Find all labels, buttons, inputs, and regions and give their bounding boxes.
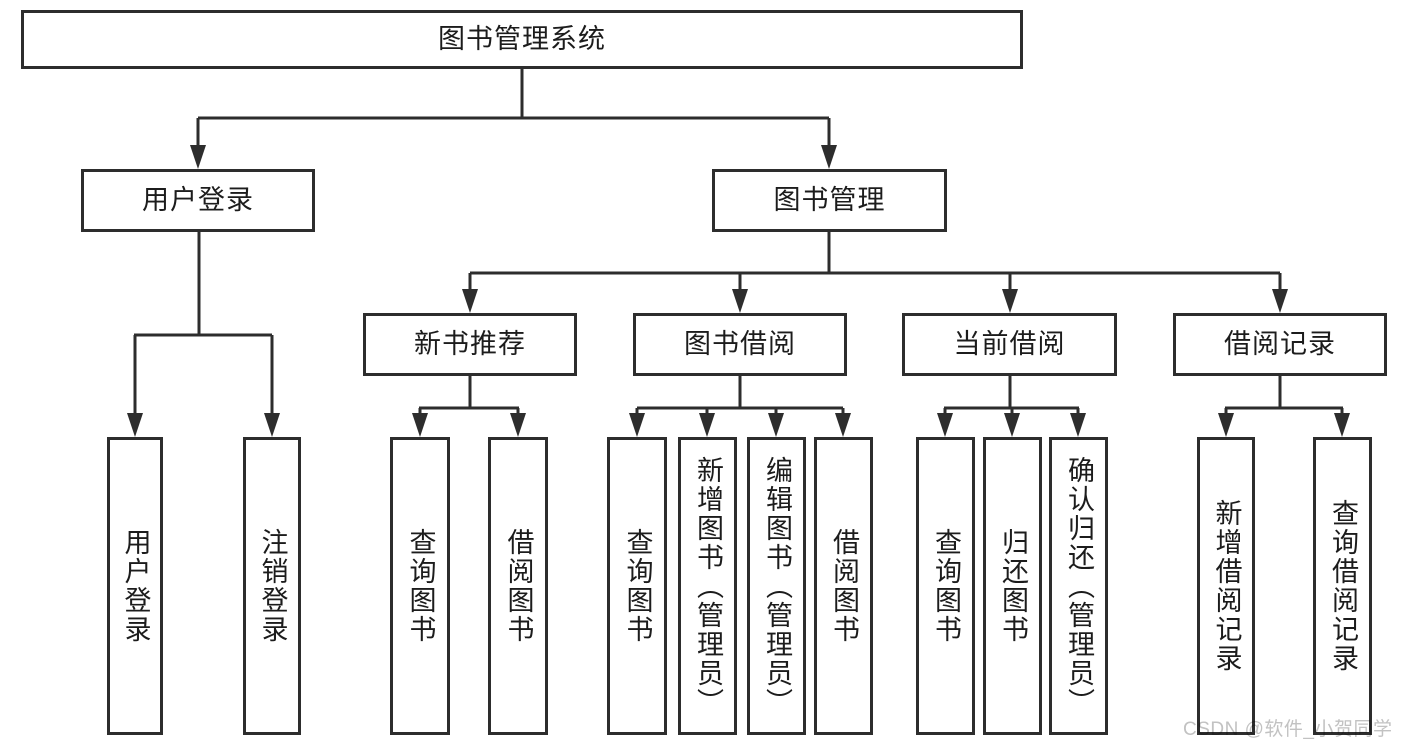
node-label: 借阅图书: [503, 528, 534, 644]
node-book-borrowing: 图书借阅: [633, 313, 847, 376]
node-library-system: 图书管理系统: [21, 10, 1023, 69]
node-label: 新书推荐: [414, 329, 526, 359]
leaf-borrow-books: 借阅图书: [814, 437, 873, 735]
node-label: 确认归还（管理员）: [1064, 455, 1094, 717]
leaf-borrow-books-recommend: 借阅图书: [488, 437, 548, 735]
leaf-logout: 注销登录: [243, 437, 301, 735]
leaf-query-books-borrowing: 查询图书: [607, 437, 667, 735]
leaf-confirm-return-admin: 确认归还（管理员）: [1049, 437, 1108, 735]
leaf-add-borrow-record: 新增借阅记录: [1197, 437, 1255, 735]
node-label: 图书管理: [773, 185, 886, 215]
node-label: 用户登录: [142, 185, 254, 215]
node-label: 查询借阅记录: [1328, 499, 1358, 673]
node-label: 注销登录: [257, 528, 288, 644]
node-label: 用户登录: [120, 528, 151, 644]
node-label: 新增图书（管理员）: [693, 455, 723, 717]
node-label: 编辑图书（管理员）: [762, 455, 792, 717]
node-label: 新增借阅记录: [1211, 499, 1242, 673]
leaf-query-borrow-record: 查询借阅记录: [1313, 437, 1372, 735]
csdn-watermark: CSDN @软件_小贺同学: [1183, 719, 1393, 740]
leaf-add-book-admin: 新增图书（管理员）: [678, 437, 737, 735]
leaf-user-login: 用户登录: [107, 437, 163, 735]
node-label: 归还图书: [998, 528, 1028, 644]
node-book-management: 图书管理: [712, 169, 947, 232]
leaf-edit-book-admin: 编辑图书（管理员）: [747, 437, 806, 735]
node-label: 图书管理系统: [438, 24, 606, 54]
node-label: 图书借阅: [684, 329, 796, 359]
leaf-return-book: 归还图书: [983, 437, 1042, 735]
node-new-book-recommend: 新书推荐: [363, 313, 577, 376]
node-label: 借阅图书: [829, 528, 859, 644]
node-label: 查询图书: [622, 528, 653, 644]
node-label: 当前借阅: [953, 329, 1066, 359]
node-user-login: 用户登录: [81, 169, 315, 232]
node-label: 查询图书: [405, 528, 436, 644]
leaf-query-books-recommend: 查询图书: [390, 437, 450, 735]
node-borrowing-records: 借阅记录: [1173, 313, 1387, 376]
node-label: 查询图书: [931, 528, 961, 644]
node-label: 借阅记录: [1224, 329, 1336, 359]
node-current-borrowing: 当前借阅: [902, 313, 1117, 376]
leaf-query-books-current: 查询图书: [916, 437, 975, 735]
arrowheads: [127, 145, 1350, 437]
